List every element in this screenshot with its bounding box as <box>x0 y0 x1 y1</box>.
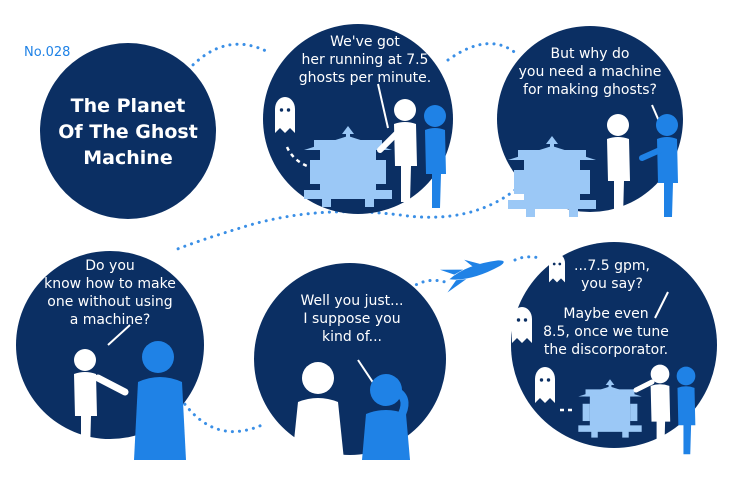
dotted-connectors <box>168 42 542 434</box>
dialogue-line: Do you <box>85 258 135 274</box>
ghost-icon <box>549 253 565 283</box>
panel-2: We've got her running at 7.5 ghosts per mi… <box>263 24 453 214</box>
ghost-icon <box>275 97 295 133</box>
scientist-body <box>292 398 344 460</box>
visitor-head <box>370 374 402 406</box>
rocket-icon <box>440 259 504 293</box>
ghost-icon <box>535 367 555 403</box>
dialogue-line: Of The Ghost <box>58 121 198 143</box>
dialogue-line: kind of... <box>322 329 382 345</box>
panel-6-dialogue-visitor: ...7.5 gpm, you say? <box>574 258 650 292</box>
issue-number: No.028 <box>24 45 70 60</box>
panel-3-dialogue: But why do you need a machine for making g… <box>519 46 662 98</box>
dialogue-line: Machine <box>83 147 172 169</box>
dialogue-line: We've got <box>330 34 400 50</box>
ghost-icon <box>512 307 532 343</box>
dialogue-line: ghosts per minute. <box>299 70 431 86</box>
dialogue-line: The Planet <box>71 95 186 117</box>
dialogue-line: one without using <box>47 294 172 310</box>
ghost-trail <box>285 146 321 172</box>
dialogue-line: Maybe even <box>563 306 648 322</box>
dialogue-line: you need a machine <box>519 64 662 80</box>
dialogue-line: her running at 7.5 <box>302 52 429 68</box>
panel-2-dialogue: We've got her running at 7.5 ghosts per mi… <box>299 34 431 86</box>
speech-tail <box>654 291 669 319</box>
panel-5: Well you just... I suppose you kind of... <box>254 263 446 460</box>
visitor-body <box>362 410 410 460</box>
dialogue-line: I suppose you <box>303 311 400 327</box>
speech-tail <box>377 83 389 129</box>
panel-5-dialogue: Well you just... I suppose you kind of... <box>301 293 404 345</box>
dialogue-line: Well you just... <box>301 293 404 309</box>
dialogue-line: for making ghosts? <box>523 82 657 98</box>
speech-tail <box>107 324 131 346</box>
dialogue-line: 8.5, once we tune <box>543 324 669 340</box>
visitor-head <box>142 341 174 373</box>
dialogue-line: know how to make <box>44 276 176 292</box>
visitor-body <box>134 377 186 460</box>
panel-4-dialogue: Do you know how to make one without using a… <box>44 258 176 328</box>
dialogue-line: ...7.5 gpm, <box>574 258 650 274</box>
visitor-figure <box>656 114 678 217</box>
panel-6: ...7.5 gpm, you say? Maybe even 8.5, once … <box>511 242 717 455</box>
dialogue-line: you say? <box>581 276 643 292</box>
panel-4: Do you know how to make one without using a… <box>16 251 204 460</box>
visitor-figure <box>676 366 696 455</box>
visitor-figure <box>424 105 446 208</box>
panel-3: But why do you need a machine for making g… <box>497 26 683 217</box>
dialogue-line: a machine? <box>70 312 151 328</box>
dialogue-line: the discorporator. <box>544 342 668 358</box>
visitor-arm <box>394 388 409 422</box>
dialogue-line: But why do <box>551 46 630 62</box>
scientist-head <box>302 362 334 394</box>
panel-6-dialogue-scientist: Maybe even 8.5, once we tune the discorpor… <box>543 306 669 358</box>
